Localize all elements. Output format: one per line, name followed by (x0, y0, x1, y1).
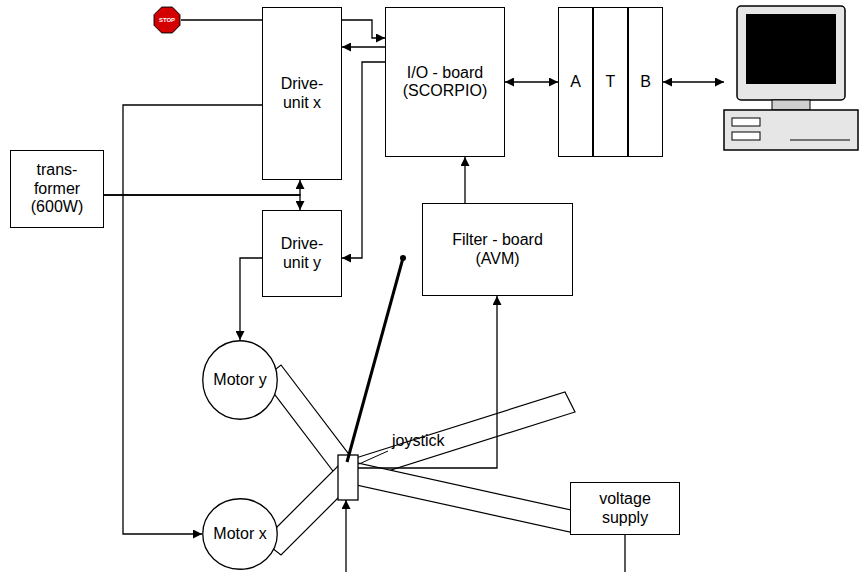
node-text-group: I/O - board (SCORPIO) (393, 64, 497, 101)
leader-line (359, 451, 388, 464)
joystick-signal (358, 296, 497, 468)
connector (464, 157, 465, 203)
interface-box: T (593, 7, 628, 157)
node-label: voltage supply (575, 490, 675, 527)
stop-button: STOP (153, 6, 181, 34)
node-text-group: A (570, 73, 581, 91)
node-label: I/O - board (SCORPIO) (393, 64, 497, 101)
node-text-group: trans-former (600W) (15, 161, 99, 216)
node-text-group: Drive-unit y (271, 235, 333, 272)
drive-unit-box: Drive-unit y (262, 210, 342, 297)
node-label: T (606, 73, 616, 91)
transformer-box: trans-former (600W) (10, 150, 104, 228)
io-board-box: I/O - board (SCORPIO) (385, 7, 505, 157)
node-label: Filter - board (AVM) (443, 231, 553, 268)
drive-unit-box: Drive-unit x (262, 7, 342, 180)
bus-link (663, 81, 724, 82)
node-label: A (570, 73, 581, 91)
connector (104, 195, 300, 210)
node-label: Drive-unit y (271, 235, 333, 272)
connector (240, 258, 262, 340)
node-text-group: Drive-unit x (271, 75, 333, 112)
connector (342, 46, 385, 47)
node-label: Motor x (213, 525, 266, 543)
filter-board-box: Filter - board (AVM) (422, 203, 573, 296)
interface-box: A (558, 7, 593, 157)
node-text-group: Motor y (213, 371, 266, 389)
connector (342, 62, 385, 258)
supply-lead (624, 535, 625, 572)
node-label: trans-former (600W) (15, 161, 99, 216)
node-label: Motor y (213, 371, 266, 389)
computer-icon (724, 6, 858, 150)
node-text-group: STOP (159, 17, 175, 24)
node-text-group: T (606, 73, 616, 91)
base-feed (345, 500, 346, 572)
node-text-group: Motor x (213, 525, 266, 543)
joystick-stick (347, 258, 403, 462)
motor-ellipse: Motor y (202, 340, 278, 420)
interface-box: B (628, 7, 663, 157)
node-label: Drive-unit x (271, 75, 333, 112)
voltage-supply-box: voltage supply (570, 482, 680, 535)
connector (505, 81, 558, 82)
connector (123, 105, 262, 534)
node-label: B (640, 73, 651, 91)
node-text-group: B (640, 73, 651, 91)
node-label: STOP (159, 17, 175, 24)
connector (104, 180, 300, 195)
node-text-group: voltage supply (575, 490, 675, 527)
part-label: joystick (392, 432, 444, 450)
motor-ellipse: Motor x (202, 498, 278, 570)
cross-frame (263, 365, 580, 555)
node-text-group: Filter - board (AVM) (443, 231, 553, 268)
joystick-knob (400, 255, 406, 261)
